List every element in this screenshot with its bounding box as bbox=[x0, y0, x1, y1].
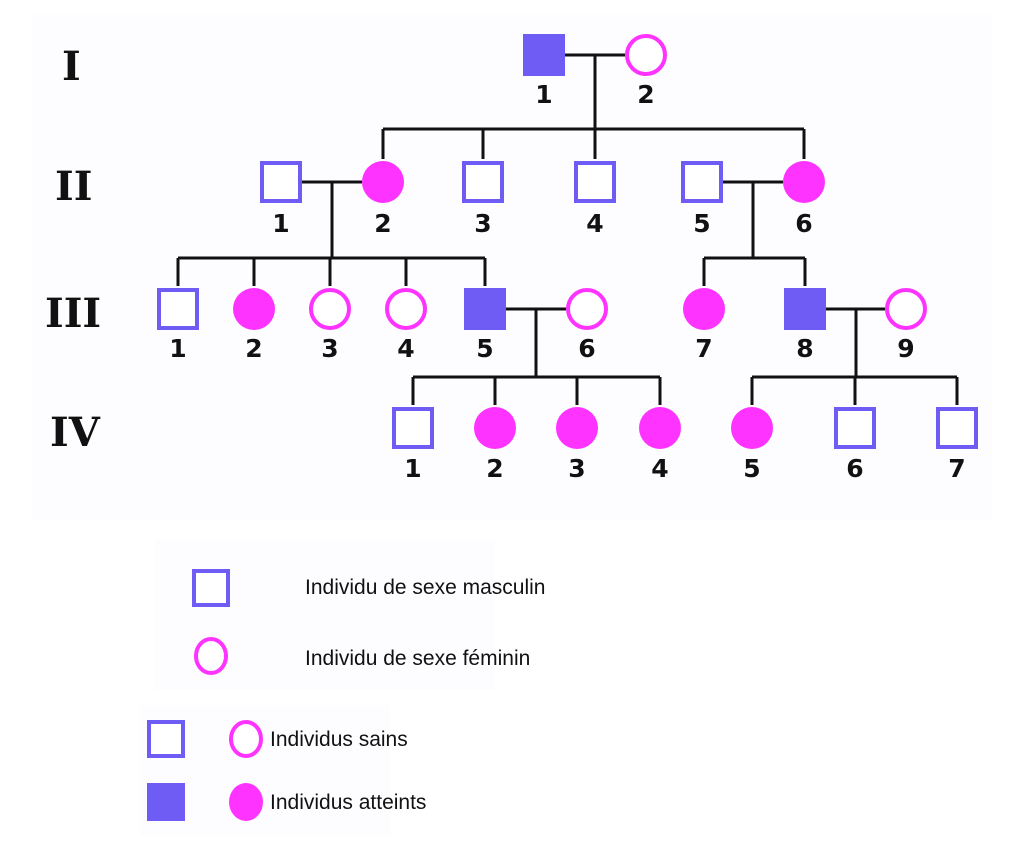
legend-healthy-text: Individus sains bbox=[270, 728, 408, 751]
individual-iv-7: 7 bbox=[936, 407, 978, 483]
individual-number: 2 bbox=[245, 334, 262, 363]
affected-male-square bbox=[523, 34, 565, 76]
healthy-female-circle bbox=[566, 288, 608, 330]
individual-ii-4: 4 bbox=[574, 161, 616, 238]
individual-iii-6: 6 bbox=[566, 288, 608, 363]
individual-number: 1 bbox=[272, 209, 289, 238]
generation-label-ii: II bbox=[55, 163, 92, 210]
healthy-male-square bbox=[260, 161, 302, 203]
individual-ii-6: 6 bbox=[783, 161, 825, 238]
individual-number: 2 bbox=[374, 209, 391, 238]
individual-number: 2 bbox=[486, 454, 503, 483]
individual-iii-9: 9 bbox=[885, 288, 927, 363]
healthy-male-square bbox=[574, 161, 616, 203]
individuals: 1 2 1 2 3 4 5 6 1 2 3 4 5 6 7 8 9 1 2 3 4 5 6 7 bbox=[157, 34, 978, 483]
healthy-male-square bbox=[392, 407, 434, 449]
individual-number: 1 bbox=[404, 454, 421, 483]
legend-male-text: Individu de sexe masculin bbox=[305, 576, 545, 599]
individual-i-1: 1 bbox=[523, 34, 565, 109]
individual-iv-3: 3 bbox=[556, 407, 598, 483]
affected-female-circle bbox=[639, 407, 681, 449]
individual-iv-4: 4 bbox=[639, 407, 681, 483]
affected-female-circle bbox=[362, 161, 404, 203]
healthy-male-square bbox=[462, 161, 504, 203]
individual-ii-3: 3 bbox=[462, 161, 504, 238]
family-1 bbox=[381, 53, 806, 159]
affected-female-circle bbox=[474, 407, 516, 449]
individual-ii-1: 1 bbox=[260, 161, 302, 238]
individual-number: 1 bbox=[169, 334, 186, 363]
generation-label-i: I bbox=[62, 43, 81, 90]
individual-number: 3 bbox=[474, 209, 491, 238]
affected-male-square bbox=[784, 288, 826, 330]
generation-label-iii: III bbox=[45, 290, 101, 337]
relationship-lines bbox=[176, 53, 959, 405]
individual-iii-2: 2 bbox=[233, 288, 275, 363]
individual-iii-5: 5 bbox=[464, 288, 506, 363]
individual-ii-2: 2 bbox=[362, 161, 404, 238]
individual-number: 5 bbox=[743, 454, 760, 483]
family-2 bbox=[176, 180, 487, 286]
legend-female-icon bbox=[194, 637, 228, 675]
individual-number: 4 bbox=[586, 209, 603, 238]
individual-iv-5: 5 bbox=[731, 407, 773, 483]
individual-iv-1: 1 bbox=[392, 407, 434, 483]
affected-female-circle bbox=[683, 288, 725, 330]
individual-number: 6 bbox=[795, 209, 812, 238]
individual-number: 9 bbox=[897, 334, 914, 363]
individual-number: 2 bbox=[637, 80, 654, 109]
family-5 bbox=[750, 307, 959, 405]
affected-male-square bbox=[464, 288, 506, 330]
individual-number: 7 bbox=[948, 454, 965, 483]
legend-affected-female-icon bbox=[229, 783, 263, 821]
generation-labels: I II III IV bbox=[45, 43, 101, 456]
individual-number: 6 bbox=[846, 454, 863, 483]
affected-female-circle bbox=[556, 407, 598, 449]
healthy-male-square bbox=[834, 407, 876, 449]
healthy-male-square bbox=[681, 161, 723, 203]
healthy-female-circle bbox=[309, 288, 351, 330]
individual-number: 4 bbox=[651, 454, 668, 483]
legend-affected-text: Individus atteints bbox=[270, 791, 426, 814]
individual-number: 7 bbox=[695, 334, 712, 363]
legend-healthy-male-icon bbox=[147, 720, 185, 758]
individual-number: 3 bbox=[321, 334, 338, 363]
legend-affected-male-icon bbox=[147, 783, 185, 821]
individual-iii-1: 1 bbox=[157, 288, 199, 363]
family-3 bbox=[702, 180, 807, 286]
individual-number: 3 bbox=[568, 454, 585, 483]
individual-iv-6: 6 bbox=[834, 407, 876, 483]
legend-male-icon bbox=[192, 569, 230, 607]
individual-number: 5 bbox=[476, 334, 493, 363]
individual-number: 6 bbox=[578, 334, 595, 363]
family-4 bbox=[411, 307, 662, 405]
individual-number: 4 bbox=[397, 334, 414, 363]
individual-iii-3: 3 bbox=[309, 288, 351, 363]
individual-number: 1 bbox=[535, 80, 552, 109]
individual-iii-7: 7 bbox=[683, 288, 725, 363]
healthy-male-square bbox=[157, 288, 199, 330]
healthy-female-circle bbox=[385, 288, 427, 330]
healthy-male-square bbox=[936, 407, 978, 449]
individual-ii-5: 5 bbox=[681, 161, 723, 238]
affected-female-circle bbox=[731, 407, 773, 449]
legend-female-text: Individu de sexe féminin bbox=[305, 647, 530, 670]
affected-female-circle bbox=[783, 161, 825, 203]
individual-iii-4: 4 bbox=[385, 288, 427, 363]
affected-female-circle bbox=[233, 288, 275, 330]
healthy-female-circle bbox=[625, 34, 667, 76]
generation-label-iv: IV bbox=[50, 409, 101, 456]
individual-i-2: 2 bbox=[625, 34, 667, 109]
individual-iv-2: 2 bbox=[474, 407, 516, 483]
legend-healthy-female-icon bbox=[229, 720, 263, 758]
individual-number: 5 bbox=[693, 209, 710, 238]
individual-iii-8: 8 bbox=[784, 288, 826, 363]
individual-number: 8 bbox=[796, 334, 813, 363]
legend: Individu de sexe masculin Individu de se… bbox=[147, 569, 545, 821]
healthy-female-circle bbox=[885, 288, 927, 330]
